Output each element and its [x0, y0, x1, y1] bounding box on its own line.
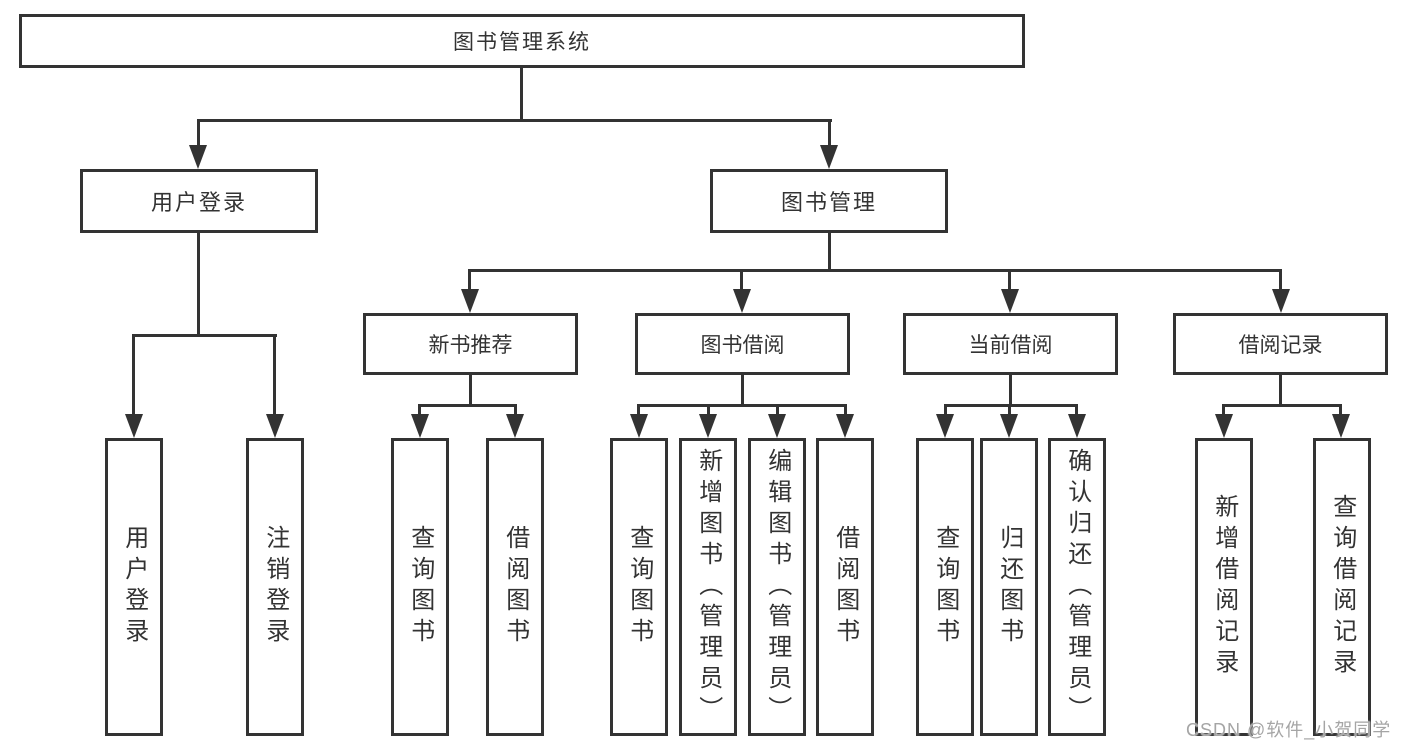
leaf-query-borrow-record: 查询借阅记录: [1313, 438, 1371, 736]
connector-line: [520, 68, 523, 122]
connector-line: [1279, 269, 1282, 293]
connector-line: [637, 404, 640, 420]
leaf-label: 查询图书: [931, 525, 959, 649]
node-label: 当前借阅: [968, 334, 1053, 357]
connector-line: [1008, 269, 1011, 293]
leaf-edit-book-admin: 编辑图书（管理员）: [748, 438, 806, 736]
arrow-down-icon: [699, 414, 717, 438]
node-label: 借阅记录: [1238, 334, 1323, 357]
connector-line: [132, 334, 277, 337]
connector-line: [741, 375, 744, 406]
arrow-down-icon: [1068, 414, 1086, 438]
connector-line: [418, 404, 421, 420]
node-label: 用户登录: [150, 190, 247, 215]
arrow-down-icon: [936, 414, 954, 438]
leaf-label: 编辑图书（管理员）: [763, 447, 791, 727]
leaf-query-books-borrow: 查询图书: [610, 438, 668, 736]
leaf-label: 归还图书: [995, 525, 1023, 649]
leaf-label: 借阅图书: [501, 525, 529, 649]
connector-line: [1222, 404, 1225, 420]
leaf-label: 查询图书: [625, 525, 653, 649]
node-new-book-recommendation: 新书推荐: [363, 313, 578, 375]
arrow-down-icon: [506, 414, 524, 438]
arrow-down-icon: [1001, 289, 1019, 313]
connector-line: [637, 404, 847, 407]
connector-line: [828, 119, 831, 151]
leaf-label: 注销登录: [261, 525, 289, 649]
connector-line: [273, 334, 276, 418]
node-label: 新书推荐: [428, 334, 513, 357]
leaf-user-login: 用户登录: [105, 438, 163, 736]
arrow-down-icon: [266, 414, 284, 438]
connector-line: [1222, 404, 1342, 407]
node-label: 图书管理系统: [453, 31, 591, 54]
leaf-label: 查询借阅记录: [1328, 494, 1356, 680]
arrow-down-icon: [1272, 289, 1290, 313]
node-label: 图书借阅: [700, 334, 785, 357]
connector-line: [1339, 404, 1342, 420]
connector-line: [1008, 404, 1011, 420]
connector-line: [197, 119, 200, 151]
leaf-label: 新增借阅记录: [1210, 494, 1238, 680]
connector-line: [1009, 375, 1012, 406]
leaf-query-books-current: 查询图书: [916, 438, 974, 736]
arrow-down-icon: [461, 289, 479, 313]
connector-line: [707, 404, 710, 420]
leaf-borrow-books-borrow: 借阅图书: [816, 438, 874, 736]
connector-line: [514, 404, 517, 420]
node-library-management-system: 图书管理系统: [19, 14, 1025, 68]
leaf-label: 新增图书（管理员）: [694, 447, 722, 727]
connector-line: [828, 233, 831, 271]
leaf-label: 确认归还（管理员）: [1063, 447, 1091, 727]
leaf-add-borrow-record: 新增借阅记录: [1195, 438, 1253, 736]
node-borrowing-records: 借阅记录: [1173, 313, 1388, 375]
connector-line: [197, 119, 832, 122]
arrow-down-icon: [125, 414, 143, 438]
connector-line: [197, 233, 200, 336]
node-book-borrowing: 图书借阅: [635, 313, 850, 375]
node-book-management: 图书管理: [710, 169, 948, 233]
node-label: 图书管理: [780, 190, 877, 215]
connector-line: [469, 375, 472, 406]
connector-line: [1075, 404, 1078, 420]
arrow-down-icon: [189, 145, 207, 169]
connector-line: [468, 269, 1282, 272]
leaf-add-book-admin: 新增图书（管理员）: [679, 438, 737, 736]
arrow-down-icon: [733, 289, 751, 313]
connector-line: [944, 404, 1078, 407]
leaf-return-book: 归还图书: [980, 438, 1038, 736]
arrow-down-icon: [820, 145, 838, 169]
connector-line: [844, 404, 847, 420]
leaf-label: 查询图书: [406, 525, 434, 649]
csdn-watermark: CSDN @软件_小贺同学: [1186, 720, 1392, 740]
leaf-label: 用户登录: [120, 525, 148, 649]
connector-line: [468, 269, 471, 293]
leaf-logout: 注销登录: [246, 438, 304, 736]
node-user-login: 用户登录: [80, 169, 318, 233]
connector-line: [418, 404, 517, 407]
arrow-down-icon: [1332, 414, 1350, 438]
arrow-down-icon: [411, 414, 429, 438]
leaf-borrow-books-recommend: 借阅图书: [486, 438, 544, 736]
connector-line: [740, 269, 743, 293]
arrow-down-icon: [630, 414, 648, 438]
leaf-label: 借阅图书: [831, 525, 859, 649]
connector-line: [776, 404, 779, 420]
connector-line: [132, 334, 135, 418]
connector-line: [944, 404, 947, 420]
arrow-down-icon: [836, 414, 854, 438]
node-current-borrowing: 当前借阅: [903, 313, 1118, 375]
arrow-down-icon: [1215, 414, 1233, 438]
leaf-query-books-recommend: 查询图书: [391, 438, 449, 736]
leaf-confirm-return-admin: 确认归还（管理员）: [1048, 438, 1106, 736]
connector-line: [1279, 375, 1282, 406]
arrow-down-icon: [768, 414, 786, 438]
arrow-down-icon: [1000, 414, 1018, 438]
